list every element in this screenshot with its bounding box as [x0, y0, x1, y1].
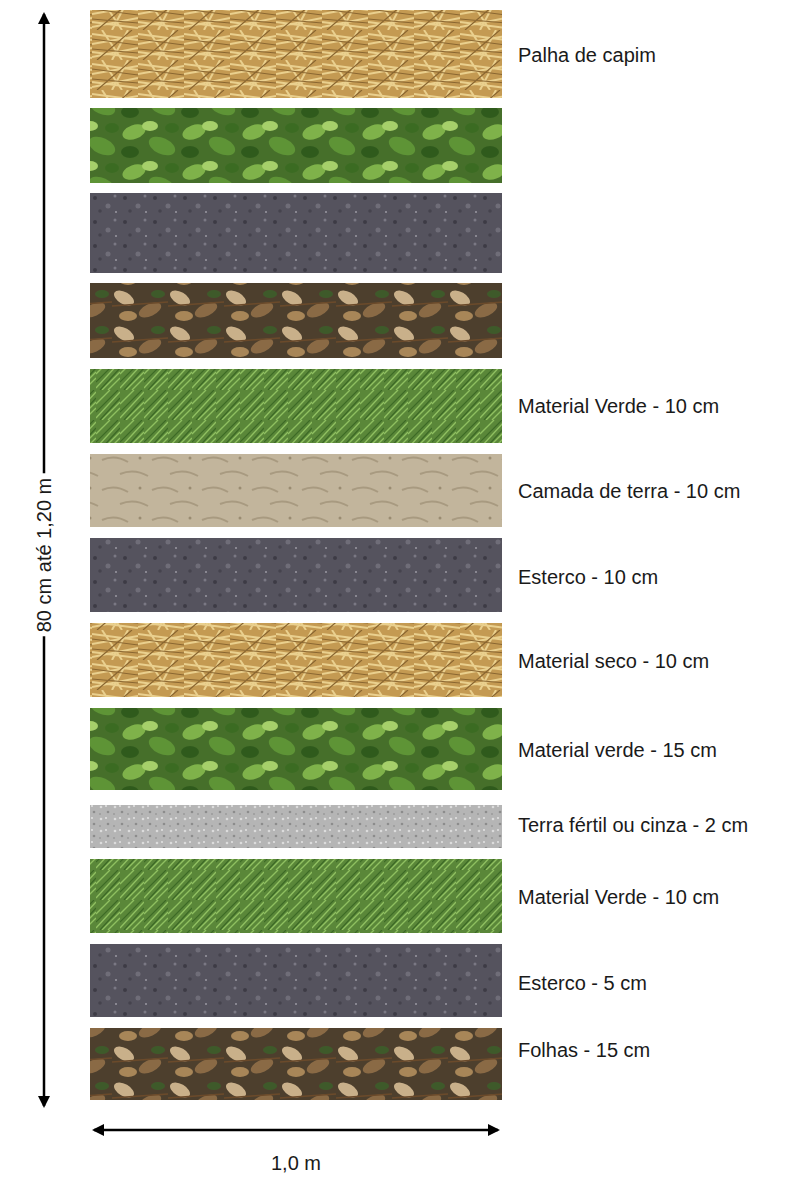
grass-band: [90, 369, 502, 443]
layer-label: Material seco - 10 cm: [518, 649, 709, 673]
width-dimension: 1,0 m: [271, 1151, 321, 1175]
straw-band: [90, 623, 502, 697]
layer-label: Esterco - 10 cm: [518, 565, 658, 589]
straw-band: [90, 10, 502, 98]
layer-label: Folhas - 15 cm: [518, 1038, 650, 1062]
green-leaves-band: [90, 708, 502, 790]
layer-label: Material Verde - 10 cm: [518, 885, 719, 909]
layer-label: Camada de terra - 10 cm: [518, 479, 740, 503]
soil-band: [90, 454, 502, 527]
ash-band: [90, 805, 502, 848]
manure-band: [90, 944, 502, 1017]
height-dimension: 80 cm até 1,20 m: [32, 474, 56, 637]
layer-label: Esterco - 5 cm: [518, 971, 647, 995]
manure-band: [90, 193, 502, 273]
manure-band: [90, 538, 502, 612]
grass-band: [90, 859, 502, 933]
leaf-litter-band: [90, 1028, 502, 1100]
green-leaves-band: [90, 108, 502, 183]
layer-label: Material verde - 15 cm: [518, 738, 717, 762]
width-dimension-arrow: [94, 1129, 498, 1132]
layer-label: Material Verde - 10 cm: [518, 394, 719, 418]
leaf-litter-band: [90, 283, 502, 358]
layer-label: Palha de capim: [518, 43, 656, 67]
layer-label: Terra fértil ou cinza - 2 cm: [518, 813, 748, 837]
